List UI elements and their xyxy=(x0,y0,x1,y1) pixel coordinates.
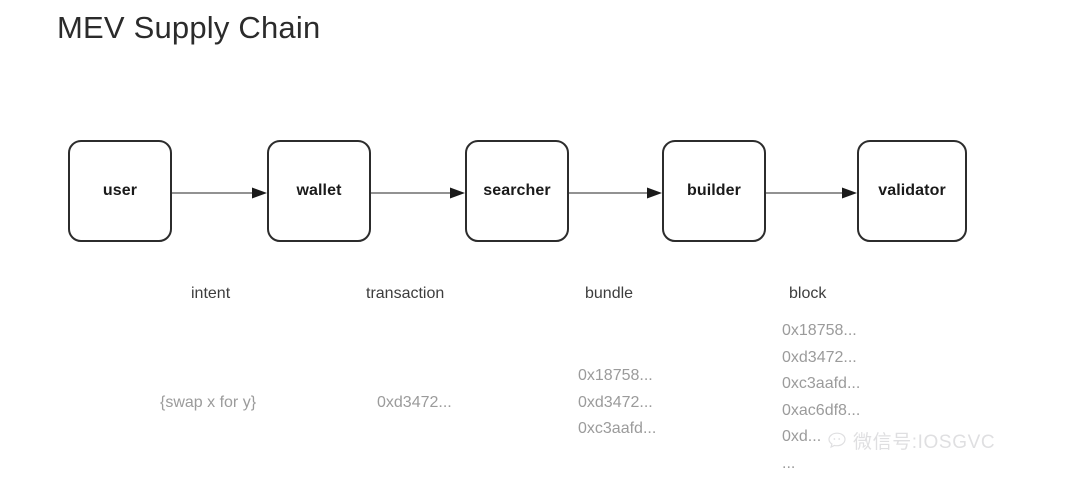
payload-item: ... xyxy=(782,454,796,472)
payload-column-intent: {swap x for y} xyxy=(160,390,256,417)
node-validator[interactable]: validator xyxy=(857,140,967,242)
node-wallet[interactable]: wallet xyxy=(267,140,371,242)
payload-item: 0xac6df8... xyxy=(782,401,861,419)
payload-item: 0x18758... xyxy=(782,322,857,339)
watermark-text: 微信号:IOSGVC xyxy=(853,432,996,453)
node-searcher[interactable]: searcher xyxy=(465,140,569,242)
payload-item: 0xd3472... xyxy=(782,348,857,366)
node-label-validator: validator xyxy=(878,182,946,199)
payload-item: 0xd3472... xyxy=(377,394,452,411)
payload-item: 0x18758... xyxy=(578,367,653,384)
arrow-builder-to-validator xyxy=(766,185,857,201)
node-label-searcher: searcher xyxy=(483,182,551,199)
payload-column-transaction: 0xd3472... xyxy=(377,390,452,417)
arrow-user-to-wallet xyxy=(172,185,267,201)
payload-column-block: 0x18758... 0xd3472... 0xc3aafd... 0xac6d… xyxy=(782,318,860,477)
page-title: MEV Supply Chain xyxy=(57,10,321,45)
stage-label-bundle: bundle xyxy=(585,285,634,302)
payload-item: 0xc3aafd... xyxy=(578,420,657,437)
payload-item: 0xd... xyxy=(782,428,822,445)
payload-column-bundle: 0x18758... 0xd3472... 0xc3aafd... xyxy=(578,363,656,443)
node-label-builder: builder xyxy=(686,182,742,199)
stage-label-transaction: transaction xyxy=(366,285,445,302)
node-label-wallet: wallet xyxy=(296,182,342,199)
arrow-wallet-to-searcher xyxy=(371,185,465,201)
node-label-user: user xyxy=(102,182,138,199)
node-user[interactable]: user xyxy=(68,140,172,242)
payload-item: 0xc3aafd... xyxy=(782,375,861,392)
stage-label-intent: intent xyxy=(191,285,231,302)
stage-label-block: block xyxy=(789,285,827,302)
arrow-searcher-to-builder xyxy=(569,185,662,201)
node-builder[interactable]: builder xyxy=(662,140,766,242)
payload-item: 0xd3472... xyxy=(578,393,653,411)
payload-item: {swap x for y} xyxy=(160,394,257,411)
